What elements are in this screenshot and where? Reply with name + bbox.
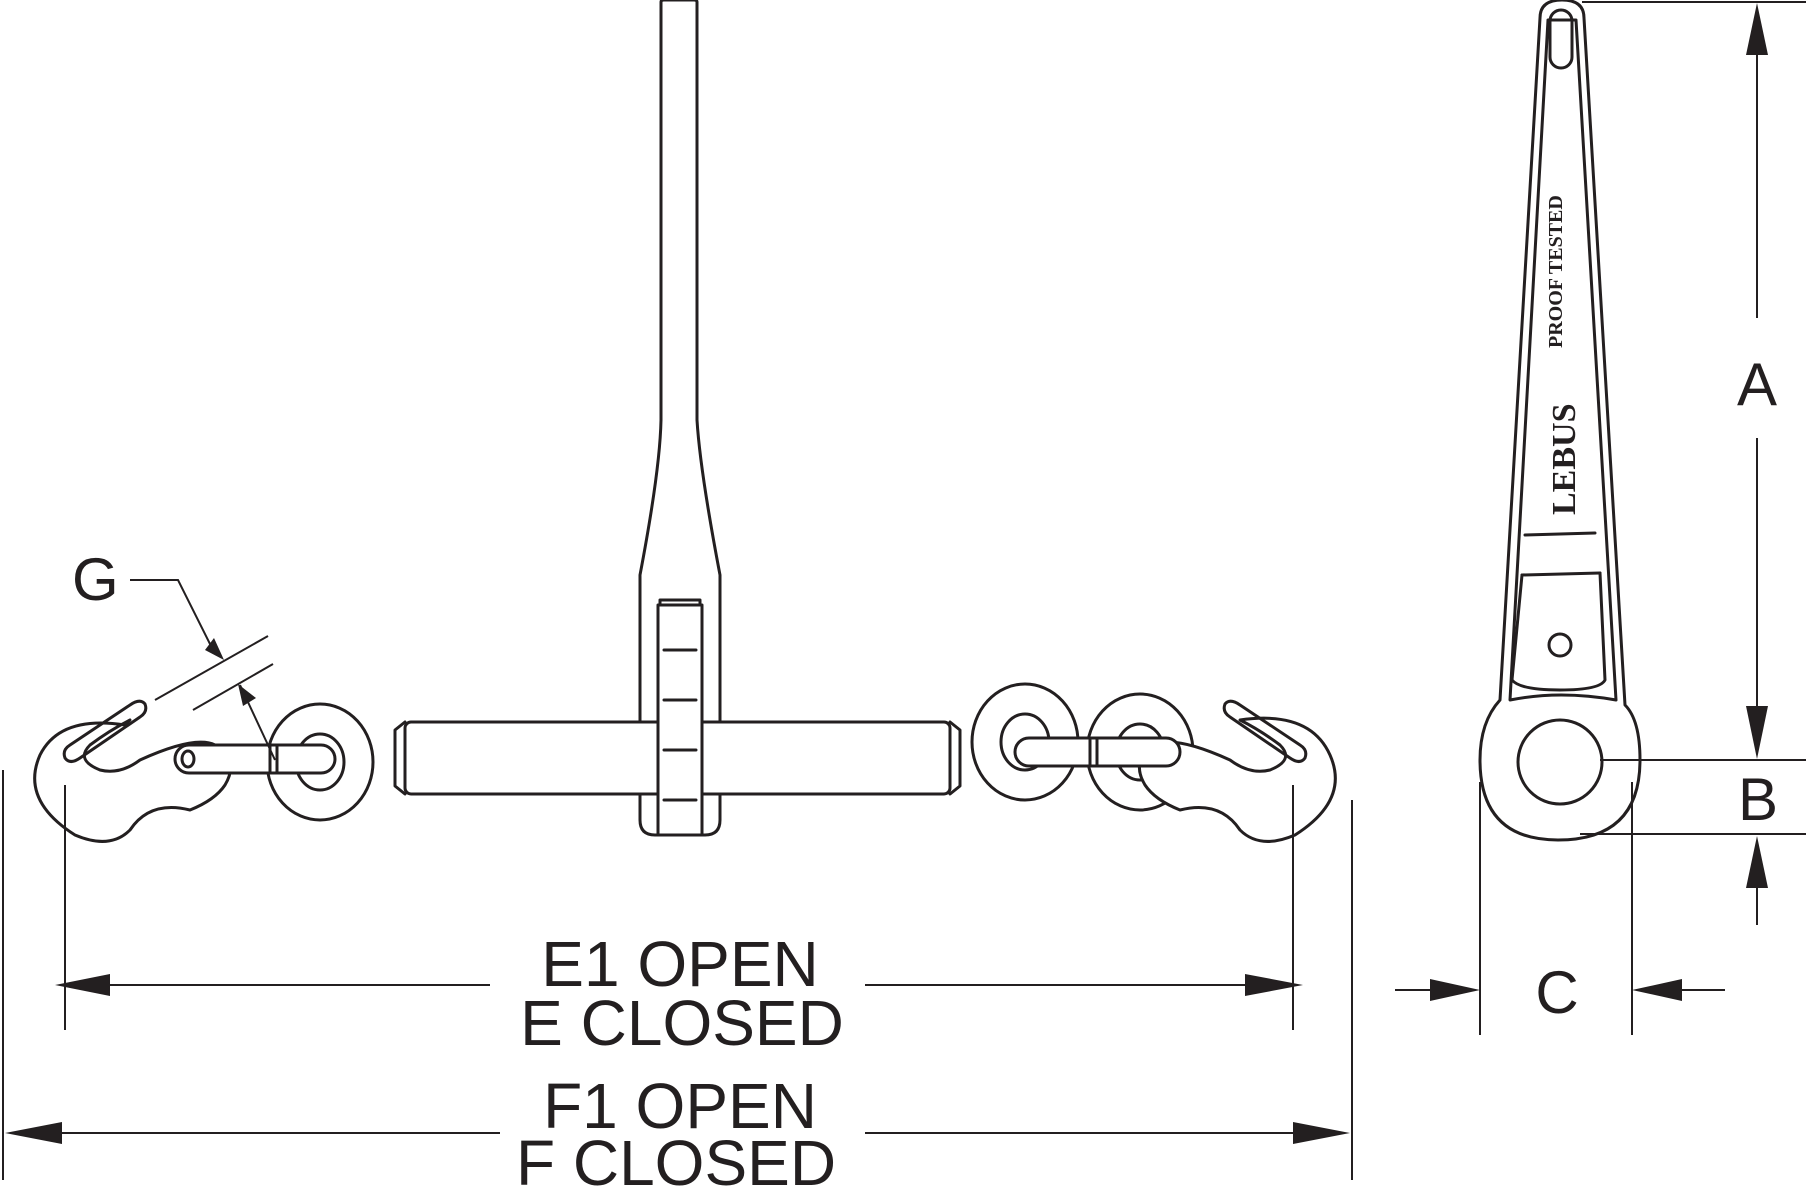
barrel-collar-left (393, 720, 407, 796)
side-band-2 (1520, 571, 1602, 577)
handle-front (656, 603, 704, 837)
left-link (173, 743, 337, 775)
c-arrow-right (1632, 979, 1682, 1001)
left-link-inner (180, 749, 196, 769)
a-arrow-bottom (1746, 706, 1768, 759)
g-arrow-top (205, 638, 224, 660)
right-hook-slot (1222, 699, 1308, 763)
label-e-open: E1 OPEN (541, 928, 818, 1000)
g-arrow-bottom (238, 684, 256, 706)
c-arrow-left (1430, 979, 1480, 1001)
handle-shaft (638, 0, 722, 837)
side-band-1 (1523, 531, 1597, 537)
label-c: C (1535, 959, 1578, 1026)
left-hook-slot (62, 699, 148, 763)
barrel-collar-right (948, 720, 962, 796)
side-brand-text: LEBUS (1546, 404, 1583, 516)
right-link-weld (1088, 736, 1099, 768)
label-g: G (72, 546, 119, 613)
side-lower-blade (1510, 571, 1607, 692)
e-arrow-left (55, 974, 110, 996)
f-arrow-right (1293, 1122, 1350, 1144)
a-arrow-top (1746, 3, 1768, 55)
g-ext-line-1 (154, 635, 269, 701)
f-arrow-left (5, 1122, 62, 1144)
side-pivot-hole (1516, 718, 1604, 806)
side-top-slot (1548, 8, 1574, 70)
label-e-closed: E CLOSED (520, 987, 844, 1059)
e-arrow-right (1245, 974, 1303, 996)
b-arrow-bottom (1746, 836, 1768, 888)
label-f-closed: F CLOSED (516, 1127, 836, 1187)
label-a: A (1737, 351, 1777, 418)
side-handle-inner (1508, 18, 1618, 702)
label-b: B (1738, 766, 1778, 833)
handle-front-teeth (662, 648, 698, 802)
g-ext-line-2 (192, 663, 274, 711)
right-hook (1137, 716, 1337, 843)
side-stamp-text: PROOF TESTED (1545, 195, 1567, 348)
label-f-open: F1 OPEN (543, 1070, 817, 1142)
g-leader (130, 579, 213, 649)
side-small-hole (1547, 632, 1573, 658)
